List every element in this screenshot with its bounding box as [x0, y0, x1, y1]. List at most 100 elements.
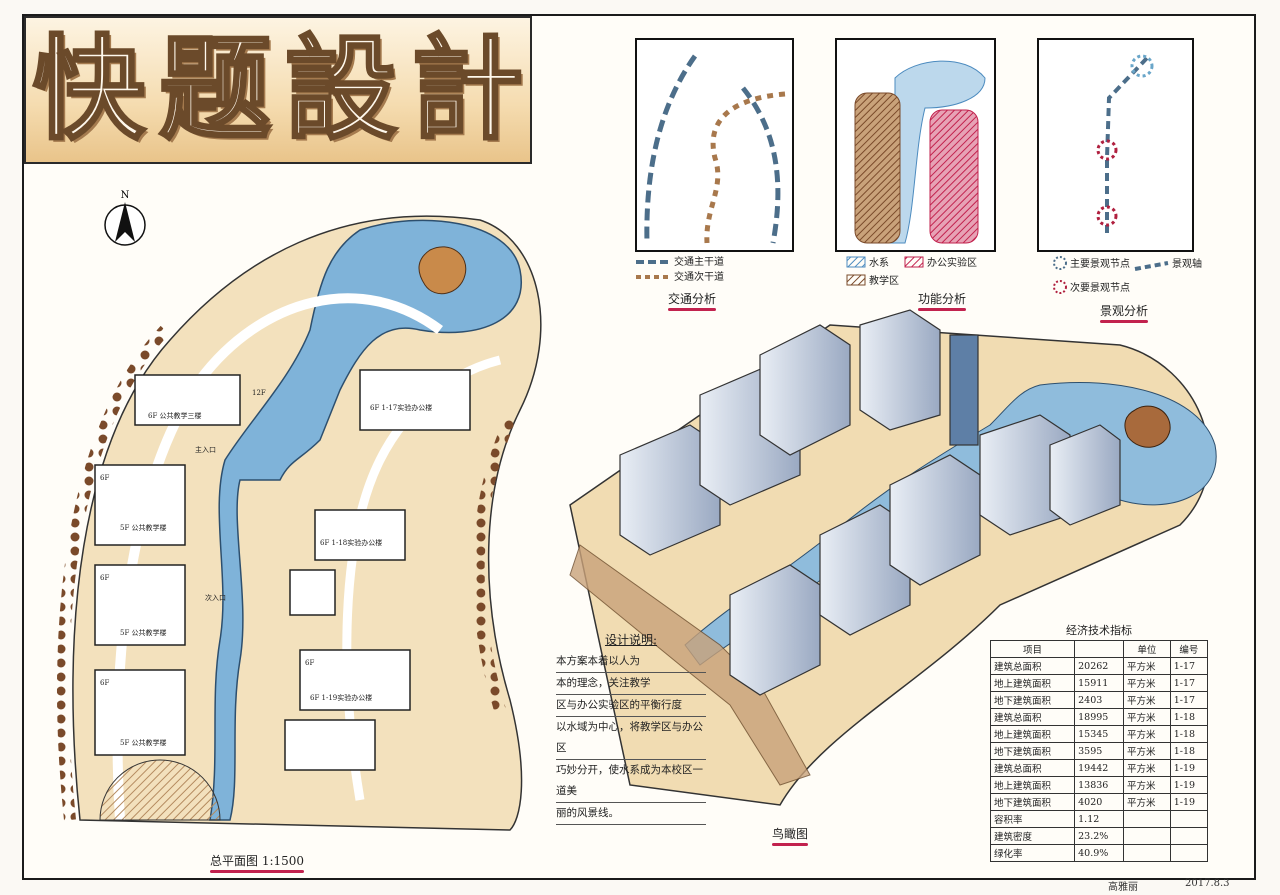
table-cell: 1-17: [1169, 674, 1209, 692]
plan-label: 次入口: [205, 593, 226, 602]
table-cell: 建筑密度: [989, 827, 1076, 845]
table-cell: 平方米: [1123, 725, 1171, 743]
legend-water: 水系: [869, 257, 889, 269]
table-cell: 平方米: [1123, 776, 1171, 794]
table-cell: 40.9%: [1074, 844, 1125, 862]
legend-axis: 景观轴: [1172, 257, 1202, 270]
plan-label: 6F: [100, 679, 109, 687]
table-title: 经济技术指标: [1066, 624, 1132, 637]
plan-label: 6F 1-18实验办公楼: [320, 538, 382, 547]
plan-label: 6F: [100, 574, 109, 582]
notes-line: 丽的风景线。: [556, 803, 706, 825]
legend-secondary-node: 次要景观节点: [1070, 281, 1130, 294]
author-signature: 高雅丽: [1108, 882, 1138, 893]
legend-main-road: 交通主干道: [674, 255, 724, 268]
table-cell: 建筑总面积: [989, 657, 1076, 675]
table-cell: [1123, 827, 1171, 845]
title-char-4: 計: [410, 24, 525, 155]
table-cell: 4020: [1074, 793, 1125, 811]
table-cell: 地下建筑面积: [989, 691, 1076, 709]
table-cell: [1169, 827, 1209, 845]
aerial-office-buildings: [729, 309, 1121, 696]
table-cell: 建筑总面积: [989, 759, 1076, 777]
table-cell: 平方米: [1123, 674, 1171, 692]
landscape-analysis-diagram: [1037, 38, 1194, 252]
notes-line: 本方案本着以人为: [556, 651, 706, 673]
table-cell: 18995: [1074, 708, 1125, 726]
table-header: 项目: [989, 640, 1076, 658]
traffic-analysis-diagram: [635, 38, 794, 252]
plan-label: 6F 1-19实验办公楼: [310, 693, 372, 702]
table-cell: 13836: [1074, 776, 1125, 794]
table-cell: 容积率: [989, 810, 1076, 828]
table-cell: 平方米: [1123, 742, 1171, 760]
legend-teaching: 教学区: [869, 274, 899, 287]
title-banner: 快 题 設 計: [24, 16, 532, 164]
table-cell: 1-19: [1169, 793, 1209, 811]
table-cell: 15345: [1074, 725, 1125, 743]
function-legend: 水系 办公实验区 教学区: [846, 256, 977, 287]
plan-caption: 总平面图 1:1500: [210, 852, 305, 873]
plan-office-buildings: [284, 369, 471, 771]
traffic-legend: 交通主干道 交通次干道: [636, 255, 724, 283]
table-cell: 1-17: [1169, 691, 1209, 709]
legend-main-node: 主要景观节点: [1070, 258, 1130, 270]
table-cell: 23.2%: [1074, 827, 1125, 845]
table-cell: [1123, 844, 1171, 862]
drawing-date: 2017.8.3: [1185, 878, 1230, 889]
plan-label: 12F: [252, 389, 266, 397]
aerial-caption: 鸟瞰图: [772, 825, 809, 846]
table-cell: [1123, 810, 1171, 828]
table-cell: 地上建筑面积: [989, 725, 1076, 743]
notes-line: 巧妙分开，使水系成为本校区一道美: [556, 760, 706, 803]
function-caption: 功能分析: [918, 290, 967, 311]
table-cell: 地下建筑面积: [989, 742, 1076, 760]
table-cell: 平方米: [1123, 708, 1171, 726]
north-label: N: [121, 190, 130, 201]
table-cell: [1169, 810, 1209, 828]
table-cell: 1.12: [1074, 810, 1125, 828]
plan-label: 6F 公共教学三楼: [148, 411, 202, 420]
plan-label: 主入口: [195, 445, 216, 454]
table-cell: 20262: [1074, 657, 1125, 675]
table-cell: 1-19: [1169, 776, 1209, 794]
aerial-view: [569, 309, 1217, 806]
table-cell: 19442: [1074, 759, 1125, 777]
plan-teaching-buildings: [94, 374, 241, 756]
aerial-teaching-buildings: [619, 324, 851, 556]
title-char-3: 設: [284, 24, 399, 155]
landscape-legend: 主要景观节点 景观轴 次要景观节点: [1053, 256, 1202, 294]
notes-line: 区与办公实验区的平衡行度: [556, 695, 706, 717]
table-cell: 2403: [1074, 691, 1125, 709]
table-cell: [1169, 844, 1209, 862]
plan-label: 6F 1-17实验办公楼: [370, 403, 432, 412]
table-cell: 1-18: [1169, 708, 1209, 726]
table-cell: 地下建筑面积: [989, 793, 1076, 811]
table-cell: 平方米: [1123, 691, 1171, 709]
table-cell: 平方米: [1123, 657, 1171, 675]
table-header: 单位: [1123, 640, 1171, 658]
title-char-1: 快: [32, 24, 147, 155]
north-arrow: N: [104, 190, 146, 246]
plan-label: 5F 公共教学楼: [120, 628, 167, 637]
site-plan: N 6F 公共教学三楼 12F 6F 1-17实验办公楼 5F 公共教学楼 6F…: [57, 190, 542, 831]
function-analysis-diagram: [835, 38, 996, 252]
plan-label: 6F: [100, 474, 109, 482]
table-cell: 1-18: [1169, 725, 1209, 743]
table-cell: 1-19: [1169, 759, 1209, 777]
plan-label: 5F 公共教学楼: [120, 523, 167, 532]
table-header: [1074, 640, 1125, 658]
design-notes: 设计说明: 本方案本着以人为 本的理念，关注教学 区与办公实验区的平衡行度 以水…: [556, 630, 706, 825]
table-cell: 3595: [1074, 742, 1125, 760]
notes-line: 本的理念，关注教学: [556, 673, 706, 695]
